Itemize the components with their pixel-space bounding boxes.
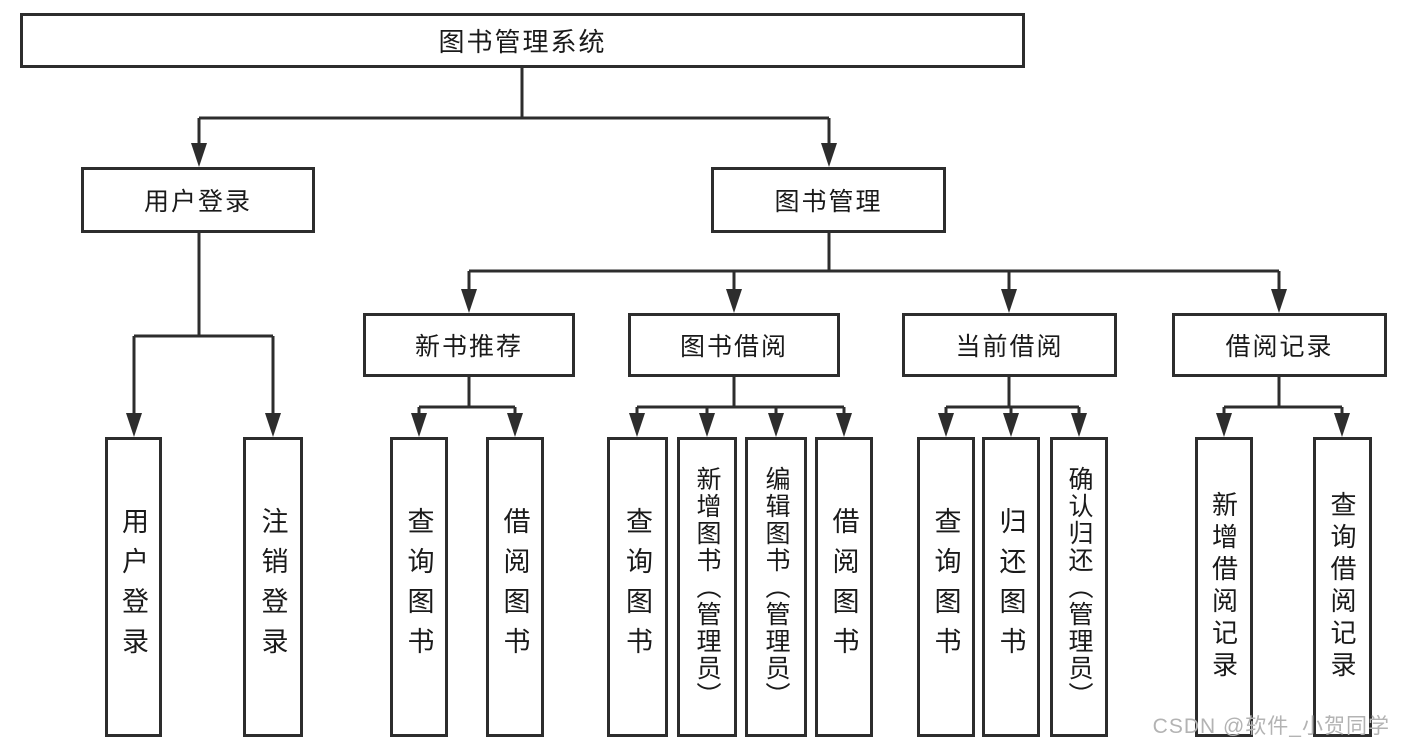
- arrow-down-icon: [411, 413, 427, 437]
- node-book-borrowing: 图书借阅: [628, 313, 840, 377]
- leaf-label: 借阅图书: [499, 507, 530, 667]
- node-label: 当前借阅: [955, 333, 1064, 361]
- leaf-user-login: 用户登录: [105, 437, 162, 737]
- node-book-management: 图书管理: [711, 167, 946, 233]
- leaf-query-books-recommend: 查询图书: [390, 437, 448, 737]
- node-label: 新书推荐: [414, 333, 523, 361]
- arrow-down-icon: [726, 289, 742, 313]
- leaf-label: 查询图书: [930, 507, 961, 667]
- arrow-down-icon: [821, 143, 837, 167]
- arrow-down-icon: [191, 143, 207, 167]
- arrow-down-icon: [1271, 289, 1287, 313]
- arrow-down-icon: [265, 413, 281, 437]
- arrow-down-icon: [1071, 413, 1087, 437]
- leaf-label: 用户登录: [118, 507, 148, 667]
- arrow-down-icon: [938, 413, 954, 437]
- arrow-down-icon: [1334, 413, 1350, 437]
- leaf-add-borrow-record: 新增借阅记录: [1195, 437, 1253, 737]
- node-label: 图书管理系统: [438, 27, 607, 57]
- node-label: 图书管理: [774, 188, 883, 216]
- leaf-query-books-borrowing: 查询图书: [607, 437, 668, 737]
- node-new-book-recommend: 新书推荐: [363, 313, 575, 377]
- node-label: 用户登录: [143, 188, 252, 216]
- arrow-down-icon: [836, 413, 852, 437]
- node-user-login: 用户登录: [81, 167, 315, 233]
- leaf-label: 借阅图书: [828, 507, 859, 667]
- arrow-down-icon: [629, 413, 645, 437]
- node-system-root: 图书管理系统: [20, 13, 1025, 68]
- arrow-down-icon: [461, 289, 477, 313]
- leaf-confirm-return-admin: 确认归还（管理员）: [1050, 437, 1108, 737]
- arrow-down-icon: [1001, 289, 1017, 313]
- node-borrow-records: 借阅记录: [1172, 313, 1387, 377]
- leaf-label: 注销登录: [257, 507, 288, 667]
- leaf-label: 编辑图书（管理员）: [762, 465, 790, 709]
- leaf-return-books: 归还图书: [982, 437, 1040, 737]
- leaf-query-books-current: 查询图书: [917, 437, 975, 737]
- leaf-label: 新增借阅记录: [1208, 491, 1239, 683]
- leaf-borrow-books: 借阅图书: [815, 437, 873, 737]
- node-label: 借阅记录: [1225, 333, 1334, 361]
- leaf-label: 查询图书: [403, 507, 434, 667]
- leaf-label: 归还图书: [995, 507, 1026, 667]
- arrow-down-icon: [1003, 413, 1019, 437]
- arrow-down-icon: [126, 413, 142, 437]
- node-label: 图书借阅: [679, 333, 788, 361]
- leaf-borrow-books-recommend: 借阅图书: [486, 437, 544, 737]
- leaf-query-borrow-record: 查询借阅记录: [1313, 437, 1372, 737]
- arrowhead-icons: [126, 143, 1350, 437]
- leaf-edit-books-admin: 编辑图书（管理员）: [745, 437, 807, 737]
- leaf-label: 确认归还（管理员）: [1065, 465, 1093, 709]
- arrow-down-icon: [768, 413, 784, 437]
- leaf-label: 查询借阅记录: [1327, 491, 1357, 683]
- arrow-down-icon: [507, 413, 523, 437]
- leaf-label: 新增图书（管理员）: [693, 465, 721, 709]
- node-current-borrowing: 当前借阅: [902, 313, 1117, 377]
- leaf-logout: 注销登录: [243, 437, 303, 737]
- csdn-watermark: CSDN @软件_小贺同学: [1152, 715, 1390, 738]
- leaf-add-books-admin: 新增图书（管理员）: [677, 437, 737, 737]
- arrow-down-icon: [1216, 413, 1232, 437]
- arrow-down-icon: [699, 413, 715, 437]
- leaf-label: 查询图书: [622, 507, 652, 667]
